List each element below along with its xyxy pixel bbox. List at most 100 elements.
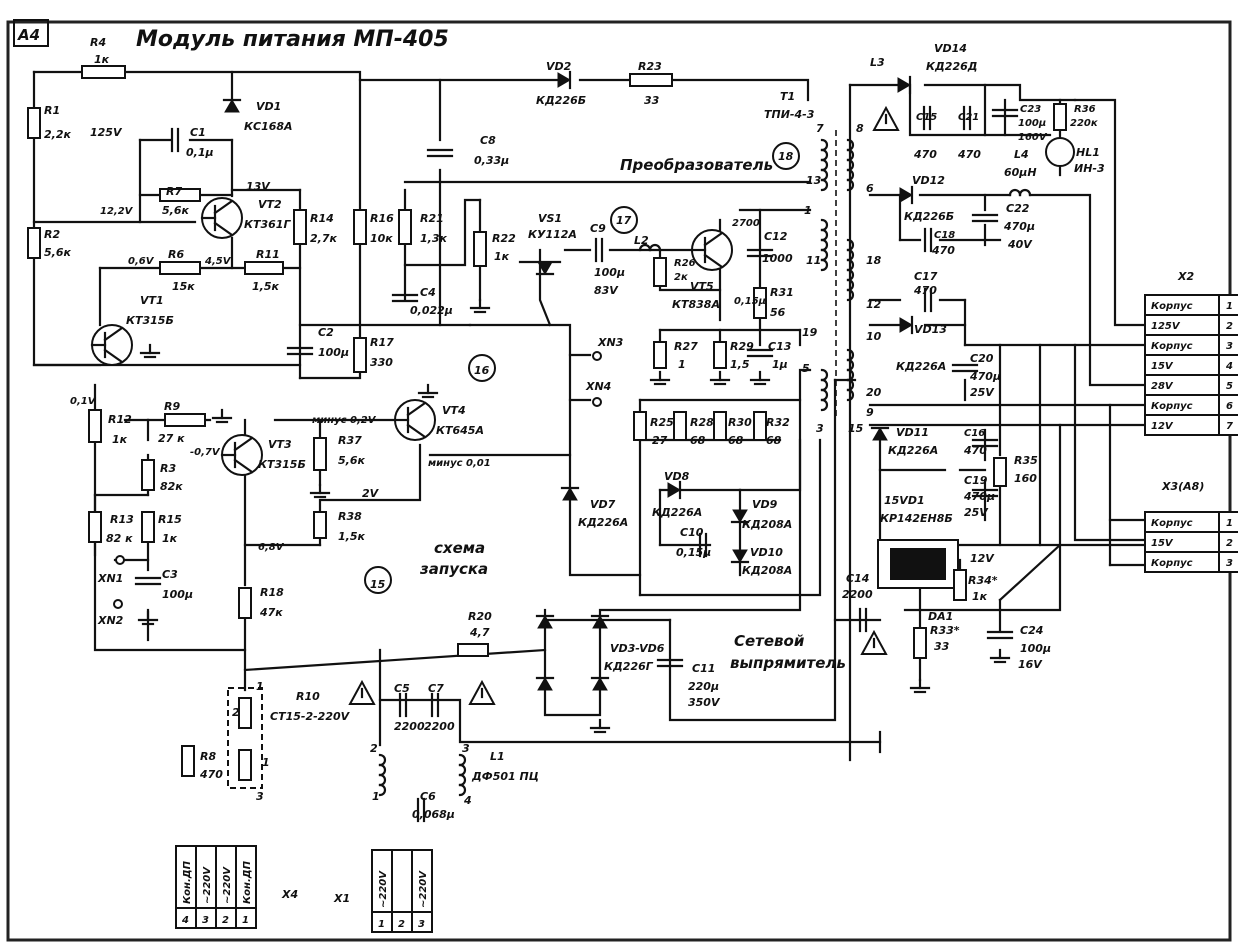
- x4-pin-3: 2: [222, 915, 229, 926]
- l1-pin-2: 2: [370, 742, 378, 755]
- VD8-ref: VD8: [664, 470, 690, 483]
- C20-val: 470µ: [969, 370, 1001, 383]
- VS1-ref: VS1: [538, 212, 562, 225]
- VD8-diode: [667, 480, 682, 500]
- C7-capacitor: [430, 692, 440, 718]
- R30-ref: R30: [728, 416, 752, 429]
- tp-18-label: 18: [778, 150, 794, 163]
- T1-ref: T1: [780, 90, 795, 103]
- C10-val: 0,15µ: [676, 546, 711, 559]
- R10-posistor-box: [227, 687, 263, 789]
- R9-resistor: [164, 413, 206, 427]
- VD3-val: КД226Г: [604, 660, 654, 673]
- C20-voltage: 25V: [970, 386, 995, 399]
- C12-cap: 2700: [732, 218, 760, 229]
- VD12-val: КД226Б: [904, 210, 954, 223]
- warning-icon-c7: [468, 679, 496, 705]
- R32-ref: R32: [766, 416, 790, 429]
- VD12-diode: [899, 185, 914, 205]
- R38-val: 1,5к: [338, 530, 365, 543]
- pin-6: 6: [866, 182, 874, 195]
- R34-val: 1к: [972, 590, 988, 603]
- VD13-ref: VD13: [914, 323, 947, 336]
- L1-coil-b: [458, 753, 467, 797]
- R20-resistor: [457, 643, 489, 657]
- x3-row-3-label: Корпус: [1151, 558, 1193, 569]
- R26-ref: R26: [674, 258, 696, 269]
- T1-val: ТПИ-4-3: [764, 108, 815, 121]
- C23-ref: C23: [1020, 104, 1041, 115]
- XN3-pin: [592, 351, 602, 361]
- pin-7: 7: [816, 122, 824, 135]
- R25-ref: R25: [650, 416, 674, 429]
- VD13-val: КД226А: [896, 360, 946, 373]
- VD1-zener-icon: [222, 98, 242, 113]
- R27-ref: R27: [674, 340, 698, 353]
- R13-resistor: [88, 511, 102, 543]
- C19-ref: C19: [964, 474, 988, 487]
- x2-ref: X2: [1177, 270, 1194, 283]
- VD9-val: КД208А: [742, 518, 792, 531]
- x2-row-2-label: 125V: [1151, 321, 1181, 332]
- C12-capacitor: [746, 248, 774, 258]
- C22-capacitor: [971, 213, 999, 223]
- C21-capacitor: [962, 105, 972, 131]
- R6-resistor: [159, 261, 201, 275]
- x1-pin-1: 1: [378, 919, 385, 930]
- x2-row-6-pin: 6: [1226, 401, 1233, 412]
- R12-ref: R12: [108, 413, 132, 426]
- x4-pin-2: 3: [202, 915, 209, 926]
- R3-resistor: [141, 459, 155, 491]
- VT4-ref: VT4: [442, 404, 466, 417]
- XN2-label: XN2: [97, 614, 124, 627]
- x4-pin-1: 4: [181, 915, 189, 926]
- C24-capacitor: [986, 630, 1014, 640]
- VD12-ref: VD12: [912, 174, 945, 187]
- vm001-label: минус 0,01: [428, 458, 491, 469]
- VD11-diode: [870, 426, 890, 441]
- R33-ref: R33*: [930, 624, 960, 637]
- R15-ref: R15: [158, 513, 182, 526]
- x4-label-2: ~220V: [202, 866, 213, 904]
- VT5-ref: VT5: [690, 280, 714, 293]
- page-title: Модуль питания МП-405: [136, 27, 449, 52]
- C16-ref: C16: [964, 428, 985, 439]
- VD5-diode: [535, 676, 555, 691]
- VT2-transistor: [200, 197, 243, 239]
- wiring: [32, 70, 1147, 762]
- C4-capacitor: [391, 293, 419, 303]
- l1-pin-4: 4: [463, 794, 472, 807]
- x1-pin-2: 2: [398, 919, 405, 930]
- VD7-ref: VD7: [590, 498, 616, 511]
- R25-val: 27: [652, 434, 668, 447]
- x3-row-3-pin-cell: [1218, 551, 1238, 573]
- l1-pin-1: 1: [372, 790, 380, 803]
- pin-3: 3: [816, 422, 824, 435]
- VD3-diode: [535, 614, 555, 629]
- pin-1: 1: [804, 204, 812, 217]
- R1-resistor: [27, 107, 41, 139]
- C24-val: 100µ: [1020, 642, 1051, 655]
- R20-ref: R20: [468, 610, 492, 623]
- C15-capacitor: [922, 105, 932, 131]
- labels: R4 1к R1 2,2к 125V VD1 КС168А C1 0,1µ R7…: [44, 36, 1105, 821]
- C15-ref: C15: [916, 112, 937, 123]
- x2-row-5-label: 28V: [1151, 381, 1174, 392]
- C17-capacitor: [923, 287, 933, 313]
- VT4-ground-icon: [417, 383, 439, 399]
- R18-val: 47к: [259, 606, 283, 619]
- C1-ref: C1: [190, 126, 206, 139]
- R13-val: 82 к: [106, 532, 133, 545]
- R2-ref: R2: [44, 228, 60, 241]
- VT1-ground-icon: [139, 343, 161, 359]
- R33-resistor: [913, 627, 927, 659]
- r10-pin-1b: 1: [262, 756, 270, 769]
- R6-val: 15к: [172, 280, 195, 293]
- vm07-label: -0,7V: [190, 447, 221, 458]
- x2-row-4-pin: 4: [1225, 361, 1233, 372]
- C23-val: 100µ: [1018, 118, 1046, 129]
